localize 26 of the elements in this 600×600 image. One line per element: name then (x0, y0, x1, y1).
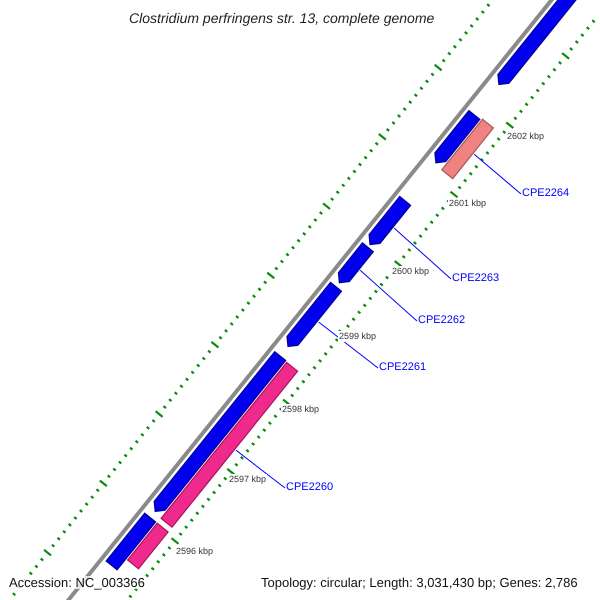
footer-text: Topology: circular; Length: 3,031,430 bp; Genes: 2,786 (261, 576, 578, 589)
leader-line (236, 450, 286, 488)
leader-line (360, 270, 418, 322)
gene-bar (368, 196, 412, 246)
tick-label: 2597 kbp (228, 474, 268, 485)
tick-label: 2599 kbp (338, 331, 378, 342)
gene-label: CPE2262 (418, 315, 466, 326)
gene-label: CPE2263 (452, 273, 500, 284)
tick-label: 2600 kbp (391, 266, 430, 277)
gene-bar (105, 512, 156, 571)
leader-line (318, 322, 378, 368)
gene-bar (126, 522, 169, 570)
gene-label: CPE2261 (379, 362, 426, 373)
gene-bar (338, 242, 374, 284)
gene-label: CPE2260 (286, 482, 334, 493)
tick-label: 2601 kbp (448, 198, 488, 209)
gene-bar (434, 110, 481, 164)
gene-label: CPE2264 (522, 188, 570, 199)
leader-line (474, 154, 522, 194)
footer-text: Accession: NC_003366 (9, 576, 145, 589)
tick-label: 2602 kbp (506, 131, 546, 142)
tick-label: 2596 kbp (175, 546, 214, 557)
title: Clostridium perfringens str. 13, complete genome (129, 11, 434, 25)
leader-line (394, 228, 452, 280)
tick-label: 2598 kbp (281, 404, 320, 415)
gene-bar (440, 118, 494, 180)
